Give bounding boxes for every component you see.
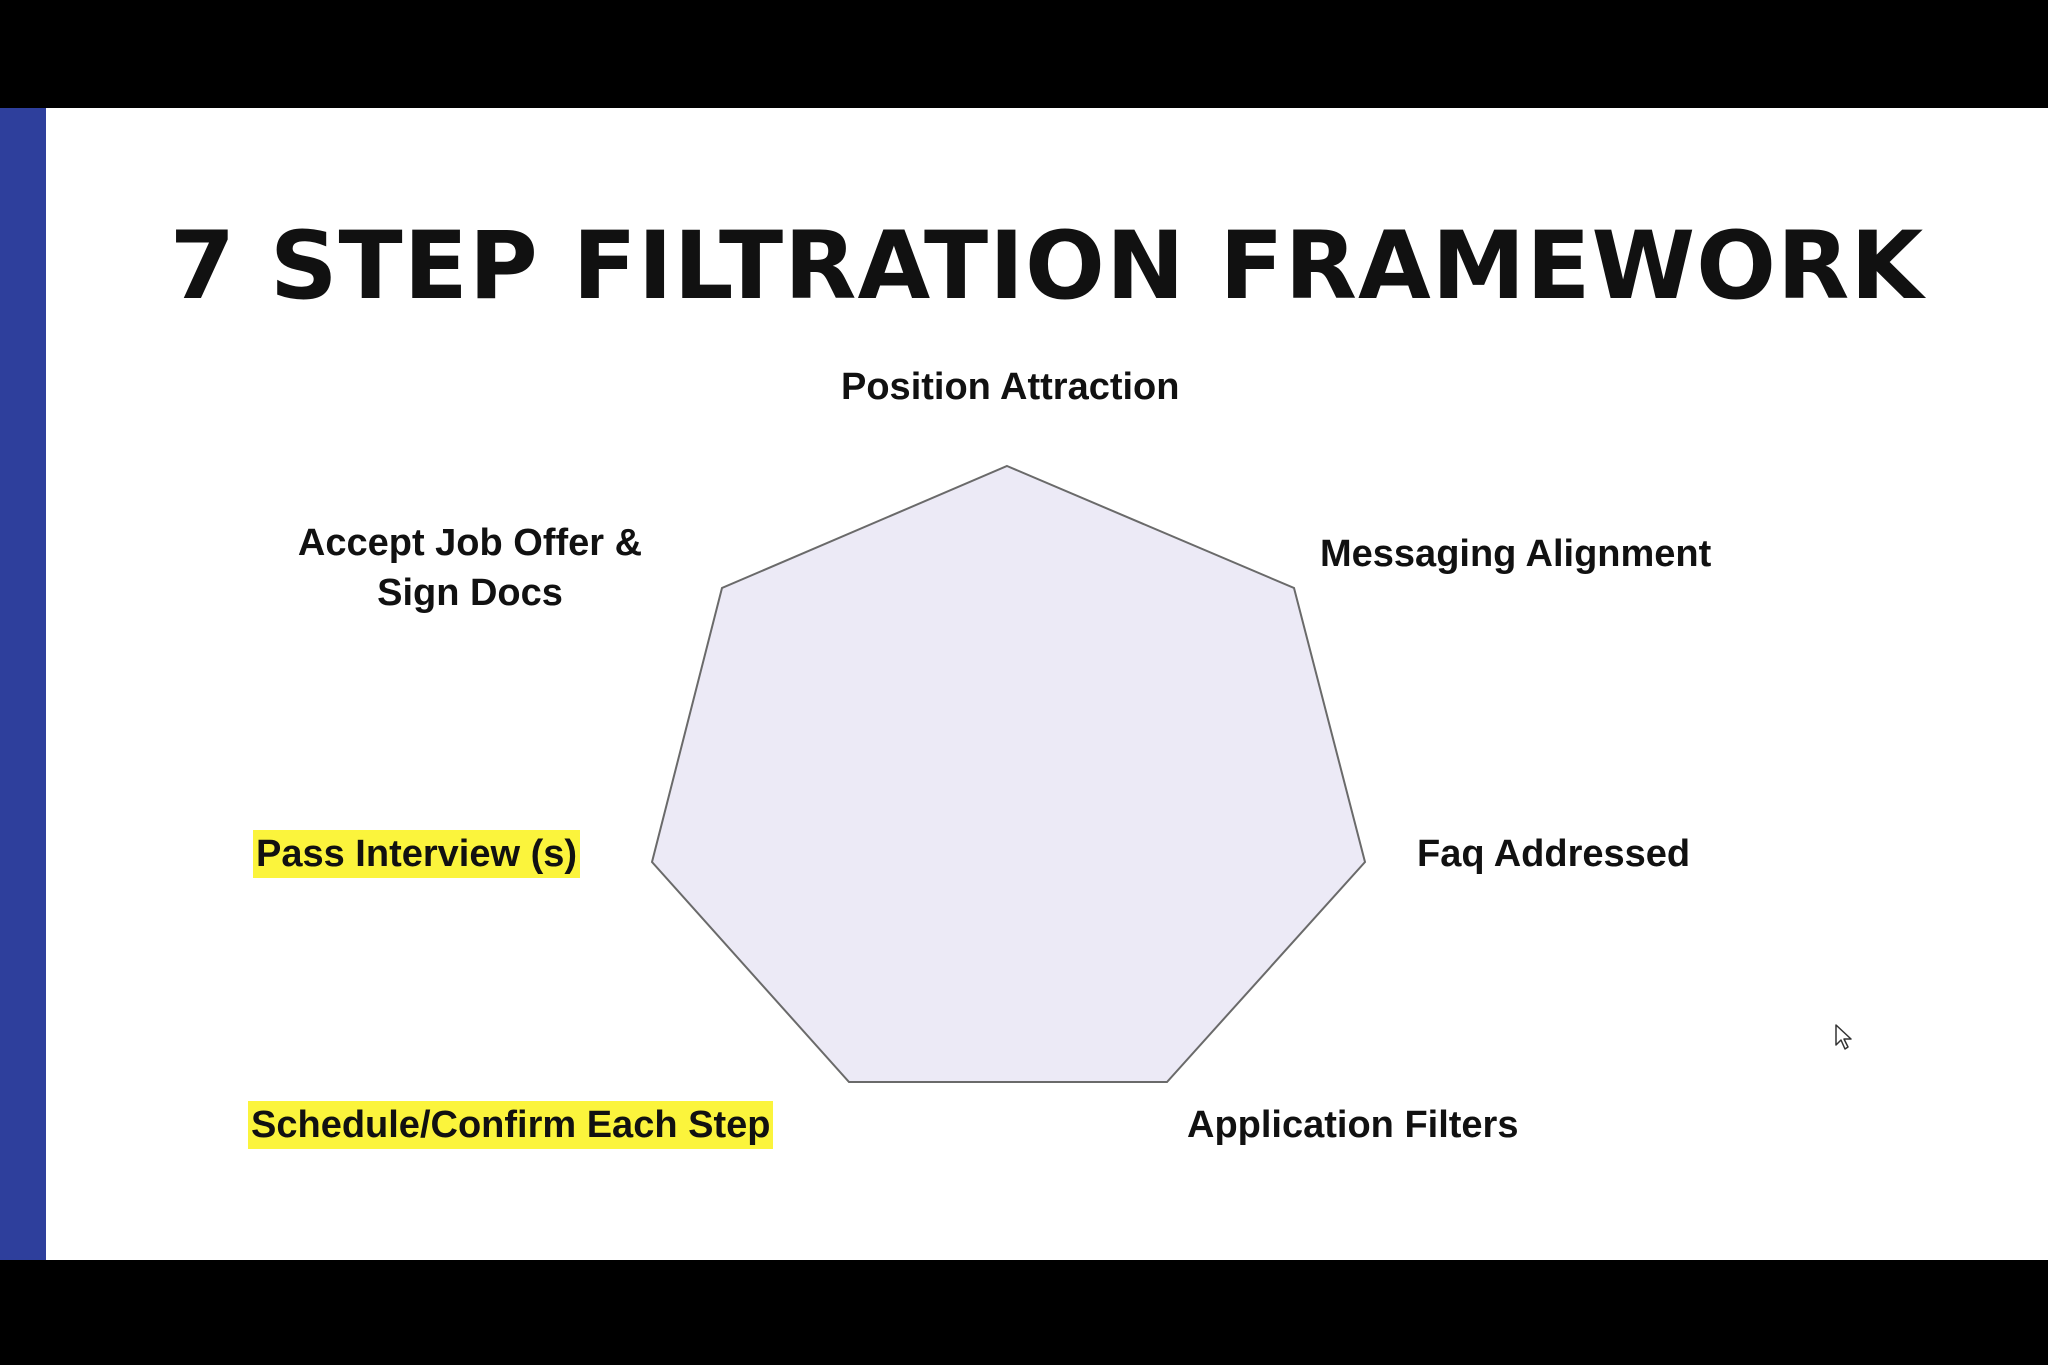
step-label-schedule-confirm: Schedule/Confirm Each Step [248,1101,774,1149]
step-label-accept-line1: Accept Job Offer & [297,522,643,564]
step-label-messaging-alignment: Messaging Alignment [1320,533,1712,575]
mouse-pointer-icon [1835,1024,1852,1050]
heptagon-shape [650,464,1367,1083]
slide-title: 7 STEP FILTRATION FRAMEWORK [169,212,1925,321]
step-label-pass-interview: Pass Interview (s) [253,830,581,878]
step-label-accept-line2: Sign Docs [377,572,563,614]
step-label-accept-job-offer: Accept Job Offer & Sign Docs [250,518,690,618]
slide-accent-bar [0,108,46,1260]
heptagon-diagram [650,464,1367,1083]
step-label-faq-addressed: Faq Addressed [1417,833,1691,875]
presentation-slide: 7 STEP FILTRATION FRAMEWORK Position Att… [0,108,2048,1260]
step-label-position-attraction: Position Attraction [841,366,1180,408]
step-label-application-filters: Application Filters [1187,1104,1519,1146]
